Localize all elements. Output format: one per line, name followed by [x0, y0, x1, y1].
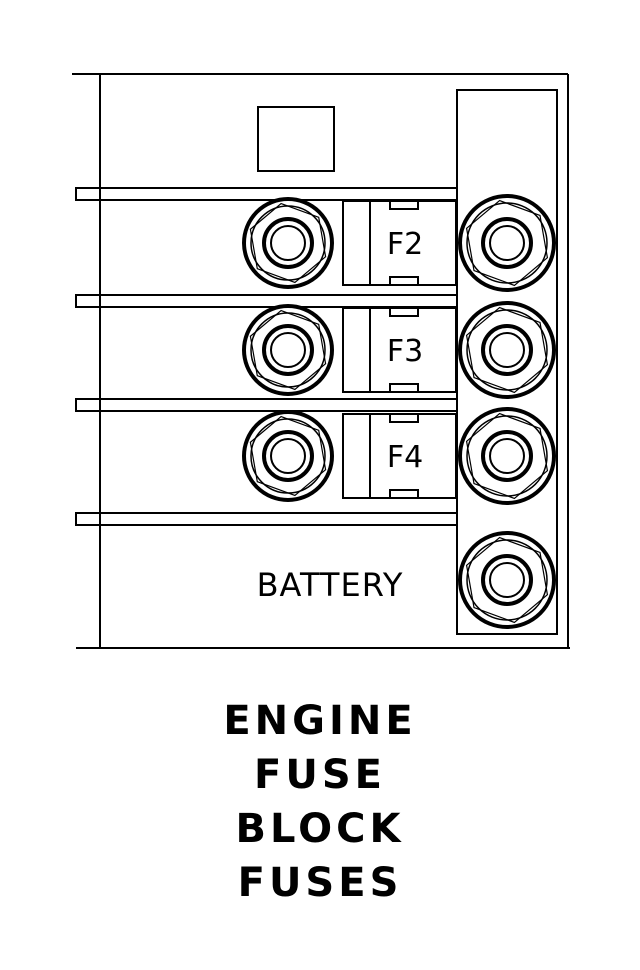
fuse-row: F3: [242, 301, 556, 399]
battery-terminal-nut: [458, 531, 556, 629]
fuse-label: F4: [387, 440, 423, 475]
caption-line-fuse: FUSE: [254, 752, 386, 798]
fuse-label: F2: [387, 227, 423, 262]
fuse-row: F4: [242, 407, 556, 505]
fuse-left-nut: [242, 197, 334, 289]
battery-nut: [458, 531, 556, 629]
fuse-label: F3: [387, 334, 423, 369]
caption-line-engine: ENGINE: [223, 698, 417, 744]
fuse-left-nut: [242, 304, 334, 396]
caption-line-block: BLOCK: [235, 806, 405, 852]
battery-label: BATTERY: [257, 566, 404, 604]
fuse-left-nut: [242, 410, 334, 502]
caption-line-fuses: FUSES: [237, 860, 403, 906]
terminal-nut: [458, 301, 556, 399]
terminal-nut: [458, 407, 556, 505]
connector-square: [257, 106, 335, 172]
caption: ENGINE FUSE BLOCK FUSES: [0, 694, 640, 910]
divider-rails: [75, 187, 457, 526]
fuse-row: F2: [242, 194, 556, 292]
terminal-nut: [458, 194, 556, 292]
